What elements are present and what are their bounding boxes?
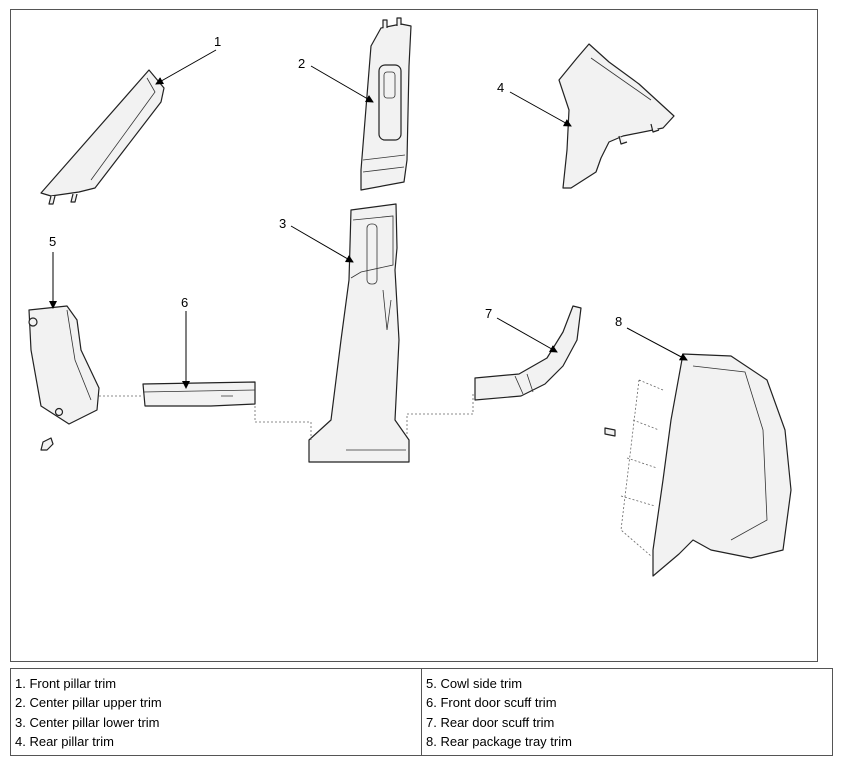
legend-item: 5. Cowl side trim [426, 676, 523, 691]
center-pillar-lower-trim [308, 203, 410, 463]
legend-item: 1. Front pillar trim [15, 676, 117, 691]
legend-item: 6. Front door scuff trim [426, 695, 557, 711]
center-pillar-upper-trim [360, 17, 412, 191]
parts-legend: 1. Front pillar trim 2. Center pillar up… [10, 668, 833, 756]
legend-item: 4. Rear pillar trim [15, 733, 114, 749]
callout-3: 3 [279, 216, 286, 231]
callout-4: 4 [497, 80, 504, 95]
legend-item: 8. Rear package tray trim [426, 733, 572, 749]
callout-1: 1 [214, 34, 221, 49]
callout-7: 7 [485, 306, 492, 321]
diagram-canvas: 1 2 4 3 5 6 [28, 17, 792, 577]
legend-column-right: 5. Cowl side trim 6. Front door scuff tr… [421, 669, 832, 755]
callout-8: 8 [615, 314, 622, 329]
legend-item: 2. Center pillar upper trim [15, 695, 162, 711]
front-pillar-trim [40, 69, 165, 205]
legend-column-left: 1. Front pillar trim 2. Center pillar up… [11, 669, 421, 755]
cowl-side-trim [28, 305, 100, 451]
callout-5: 5 [49, 234, 56, 249]
callout-2: 2 [298, 56, 305, 71]
legend-item: 3. Center pillar lower trim [15, 714, 160, 730]
rear-package-tray-trim [604, 353, 792, 577]
legend-item: 7. Rear door scuff trim [426, 714, 555, 730]
rear-door-scuff-trim [474, 305, 582, 401]
callout-6: 6 [181, 295, 188, 310]
front-door-scuff-trim [142, 381, 256, 407]
rear-pillar-trim [558, 43, 675, 189]
parts-diagram: 1 2 4 3 5 6 [10, 9, 818, 662]
